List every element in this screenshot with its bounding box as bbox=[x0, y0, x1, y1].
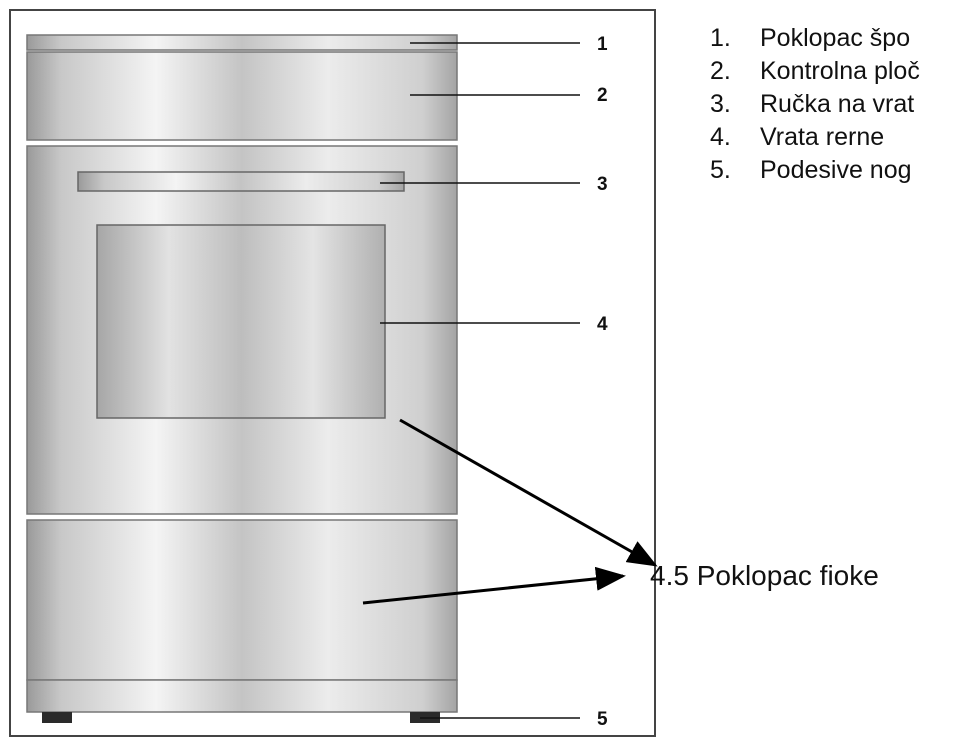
legend-text: Ručka na vrat bbox=[760, 90, 915, 118]
left-foot bbox=[42, 712, 72, 723]
legend-item-4: 4. Vrata rerne bbox=[710, 121, 956, 154]
legend-item-3: 3. Ručka na vrat bbox=[710, 88, 956, 121]
legend-number: 2. bbox=[710, 57, 731, 85]
drawer-cover-label: 4.5 Poklopac fioke bbox=[650, 560, 879, 591]
parts-legend: 1. Poklopac špo 2. Kontrolna ploč 3. Ručka … bbox=[710, 22, 956, 187]
legend-number: 4. bbox=[710, 123, 731, 151]
legend-item-1: 1. Poklopac špo bbox=[710, 22, 956, 55]
callout-2: 2 bbox=[597, 85, 608, 106]
callout-4: 4 bbox=[597, 314, 608, 335]
legend-text: Poklopac špo bbox=[760, 24, 911, 52]
callout-5: 5 bbox=[597, 709, 608, 730]
oven-window bbox=[96, 224, 386, 419]
legend-number: 1. bbox=[710, 24, 731, 52]
legend-text: Kontrolna ploč bbox=[760, 57, 920, 85]
legend-number: 3. bbox=[710, 90, 731, 118]
legend-item-2: 2. Kontrolna ploč bbox=[710, 55, 956, 88]
arrow-window-to-label bbox=[399, 418, 658, 567]
legend-text: Vrata rerne bbox=[760, 123, 885, 151]
cooktop-lid bbox=[26, 34, 458, 51]
diagram-frame bbox=[9, 9, 656, 737]
door-handle bbox=[77, 171, 405, 192]
legend-text: Podesive nog bbox=[760, 156, 912, 184]
callout-3: 3 bbox=[597, 174, 608, 195]
callout-1: 1 bbox=[597, 34, 608, 55]
arrow-drawer-to-label bbox=[362, 566, 626, 605]
control-panel bbox=[26, 51, 458, 141]
plinth bbox=[26, 679, 458, 713]
legend-number: 5. bbox=[710, 156, 731, 184]
legend-item-5: 5. Podesive nog bbox=[710, 154, 956, 187]
